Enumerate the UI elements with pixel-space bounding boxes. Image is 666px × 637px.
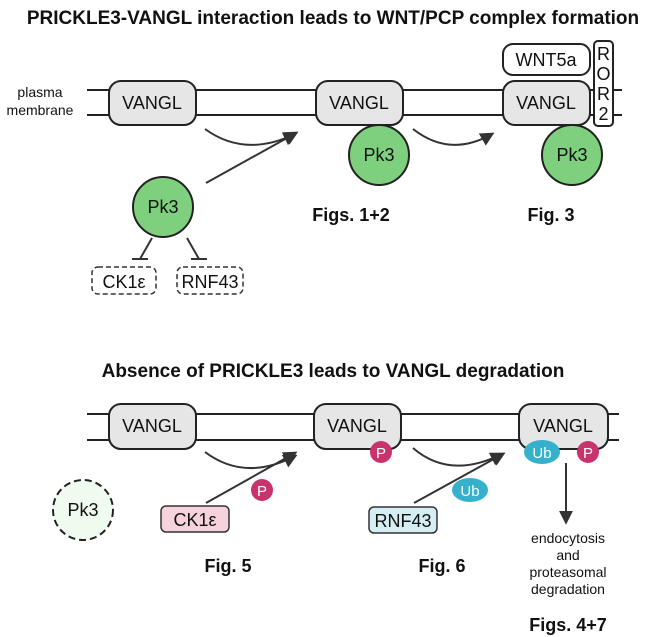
inhibition-rnf43	[186, 237, 207, 260]
top-transition-arrow-1	[204, 128, 298, 146]
svg-text:P: P	[583, 445, 593, 462]
top-transition-arrow-2	[412, 128, 495, 146]
svg-text:Ub: Ub	[532, 445, 551, 462]
inhibition-ck1e	[132, 237, 153, 260]
fig-label-3: Fig. 3	[527, 205, 574, 225]
ubiquitin-transfer-badge: Ub	[452, 478, 488, 502]
svg-text:VANGL: VANGL	[122, 416, 182, 436]
svg-text:RNF43: RNF43	[181, 272, 238, 292]
ck1e-kinase: CK1ε	[160, 505, 230, 533]
svg-text:and: and	[556, 547, 579, 563]
svg-text:P: P	[376, 445, 386, 462]
ck1e-phosphorylation-arrow	[205, 451, 298, 504]
phospho-badge-vangl-2: P	[370, 441, 392, 463]
top-vangl-2: VANGL	[315, 80, 404, 126]
svg-text:Pk3: Pk3	[147, 197, 178, 217]
rnf43-ligase: RNF43	[368, 506, 438, 534]
svg-text:VANGL: VANGL	[329, 93, 389, 113]
svg-text:degradation: degradation	[531, 581, 605, 597]
svg-text:Pk3: Pk3	[363, 145, 394, 165]
fig-label-1-2: Figs. 1+2	[312, 205, 390, 225]
pk3-free: Pk3	[132, 176, 194, 238]
rnf43-inhibited: RNF43	[176, 266, 244, 295]
ck1e-inhibited: CK1ε	[91, 266, 157, 295]
svg-text:proteasomal: proteasomal	[529, 564, 606, 580]
rnf43-ubiquitination-arrow	[413, 452, 506, 504]
svg-text:O: O	[596, 64, 610, 84]
svg-text:R: R	[597, 44, 610, 64]
membrane-label-line2: membrane	[7, 102, 74, 118]
ubiquitin-badge-vangl-3: Ub	[524, 440, 560, 464]
svg-text:RNF43: RNF43	[374, 511, 431, 531]
phospho-badge-vangl-3: P	[577, 441, 599, 463]
top-vangl-1: VANGL	[108, 80, 197, 126]
top-panel-title: PRICKLE3-VANGL interaction leads to WNT/…	[27, 8, 639, 29]
svg-text:CK1ε: CK1ε	[173, 510, 216, 530]
svg-text:2: 2	[598, 104, 608, 124]
top-vangl-3: VANGL	[502, 80, 591, 126]
ror2-box: R O R 2	[593, 40, 614, 127]
degradation-outcome-text: endocytosis and proteasomal degradation	[529, 530, 606, 597]
phospho-transfer-badge: P	[251, 479, 273, 501]
bottom-panel-title: Absence of PRICKLE3 leads to VANGL degra…	[102, 361, 565, 382]
bottom-vangl-2: VANGL	[313, 403, 402, 450]
fig-label-6: Fig. 6	[418, 556, 465, 576]
pk3-binding-arrow	[205, 131, 299, 184]
svg-text:CK1ε: CK1ε	[102, 272, 145, 292]
bottom-vangl-3: VANGL	[518, 403, 609, 450]
svg-text:endocytosis: endocytosis	[531, 530, 605, 546]
membrane-label-line1: plasma	[17, 84, 62, 100]
svg-text:Pk3: Pk3	[556, 145, 587, 165]
pk3-bound-1: Pk3	[348, 124, 410, 186]
svg-text:VANGL: VANGL	[533, 416, 593, 436]
svg-text:VANGL: VANGL	[327, 416, 387, 436]
fig-label-4-7: Figs. 4+7	[529, 615, 607, 635]
svg-text:VANGL: VANGL	[516, 93, 576, 113]
svg-text:Pk3: Pk3	[67, 500, 98, 520]
svg-text:VANGL: VANGL	[122, 93, 182, 113]
svg-text:P: P	[257, 483, 267, 500]
svg-text:WNT5a: WNT5a	[515, 50, 577, 70]
pk3-bound-2: Pk3	[541, 124, 603, 186]
fig-label-5: Fig. 5	[204, 556, 251, 576]
pk3-absent: Pk3	[52, 479, 114, 541]
svg-text:Ub: Ub	[460, 483, 479, 500]
bottom-vangl-1: VANGL	[108, 403, 197, 450]
wnt5a-box: WNT5a	[502, 43, 591, 76]
svg-text:R: R	[597, 84, 610, 104]
